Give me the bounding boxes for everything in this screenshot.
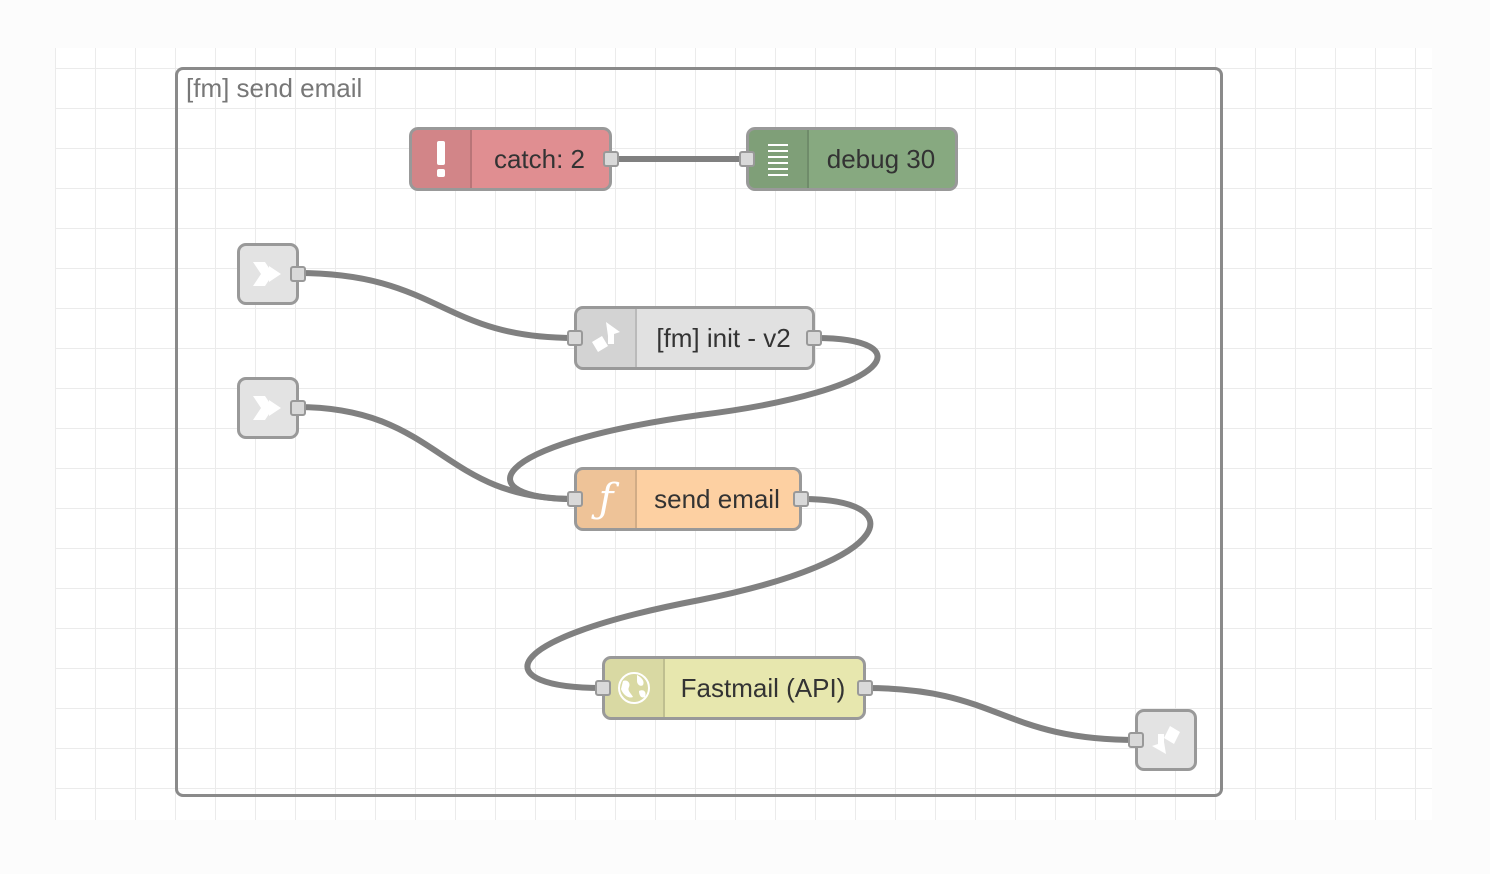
init-output-port[interactable] [806,330,822,346]
send-email-input-port[interactable] [567,491,583,507]
init-subflow-node[interactable]: [fm] init - v2 [567,306,822,370]
subflow-icon [577,309,637,367]
init-input-port[interactable] [567,330,583,346]
fastmail-output-port[interactable] [857,680,873,696]
exclamation-icon [412,130,472,188]
fastmail-input-port[interactable] [595,680,611,696]
fastmail-http-node[interactable]: Fastmail (API) [595,656,873,720]
catch-output-port[interactable] [603,151,619,167]
debug-input-port[interactable] [739,151,755,167]
debug-node-label: debug 30 [826,143,936,174]
fastmail-node-label: Fastmail (API) [680,672,846,703]
group-box[interactable] [175,67,1223,797]
link-in-node-1[interactable] [237,243,306,305]
globe-icon [605,659,665,717]
group-label: [fm] send email [186,73,363,103]
catch-node-label: catch: 2 [493,143,586,174]
debug-node[interactable]: debug 30 [739,127,958,191]
link-in-icon [253,262,281,286]
send-email-function-node[interactable]: ƒ send email [567,467,809,531]
list-icon [749,130,809,188]
link-in-1-output-port[interactable] [290,266,306,282]
link-out-icon [1152,726,1180,754]
catch-node[interactable]: catch: 2 [409,127,619,191]
link-in-2-output-port[interactable] [290,400,306,416]
link-in-icon [253,396,281,420]
link-out-input-port[interactable] [1128,732,1144,748]
link-out-node[interactable] [1128,709,1197,771]
send-email-node-label: send email [654,483,780,514]
init-node-label: [fm] init - v2 [656,322,791,353]
send-email-output-port[interactable] [793,491,809,507]
function-icon: ƒ [577,470,637,528]
link-in-node-2[interactable] [237,377,306,439]
